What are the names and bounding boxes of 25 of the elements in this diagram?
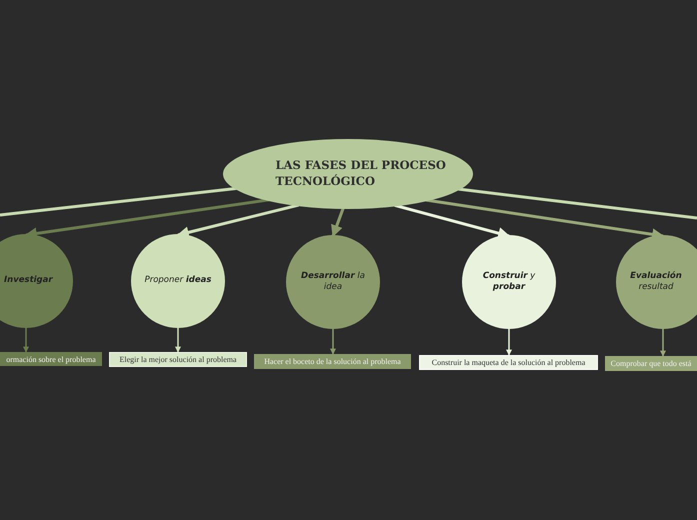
phase-label: Evaluación resultad	[629, 270, 683, 294]
description-box	[605, 356, 697, 371]
connector-line	[456, 187, 697, 220]
arrow	[660, 329, 666, 357]
arrow	[23, 328, 29, 353]
arrow	[331, 207, 345, 238]
description-box	[254, 354, 411, 369]
description-text: Hacer el boceto de la solución al problema	[264, 357, 401, 366]
title-text: LAS FASES DEL PROCESO TECNOLÓGICO	[276, 158, 447, 190]
phase-label: Construir y probar	[482, 270, 536, 294]
arrow	[175, 328, 181, 353]
description-box	[0, 352, 102, 366]
arrow	[330, 329, 336, 355]
description-box	[109, 352, 247, 367]
phase-label: Investigar	[4, 275, 53, 287]
connector-line	[0, 186, 238, 216]
phase-label: Proponer ideas	[144, 275, 212, 287]
arrow	[506, 329, 512, 356]
description-text: Elegir la mejor solución al problema	[119, 355, 237, 364]
phase-label: Desarrollar la idea	[300, 270, 366, 294]
description-text: ormación sobre el problema	[6, 354, 96, 364]
description-text: Comprobar que todo está	[610, 359, 692, 368]
description-text: Construir la maqueta de la solución al problema	[432, 358, 586, 367]
arrow	[394, 204, 510, 239]
description-box	[419, 355, 598, 370]
